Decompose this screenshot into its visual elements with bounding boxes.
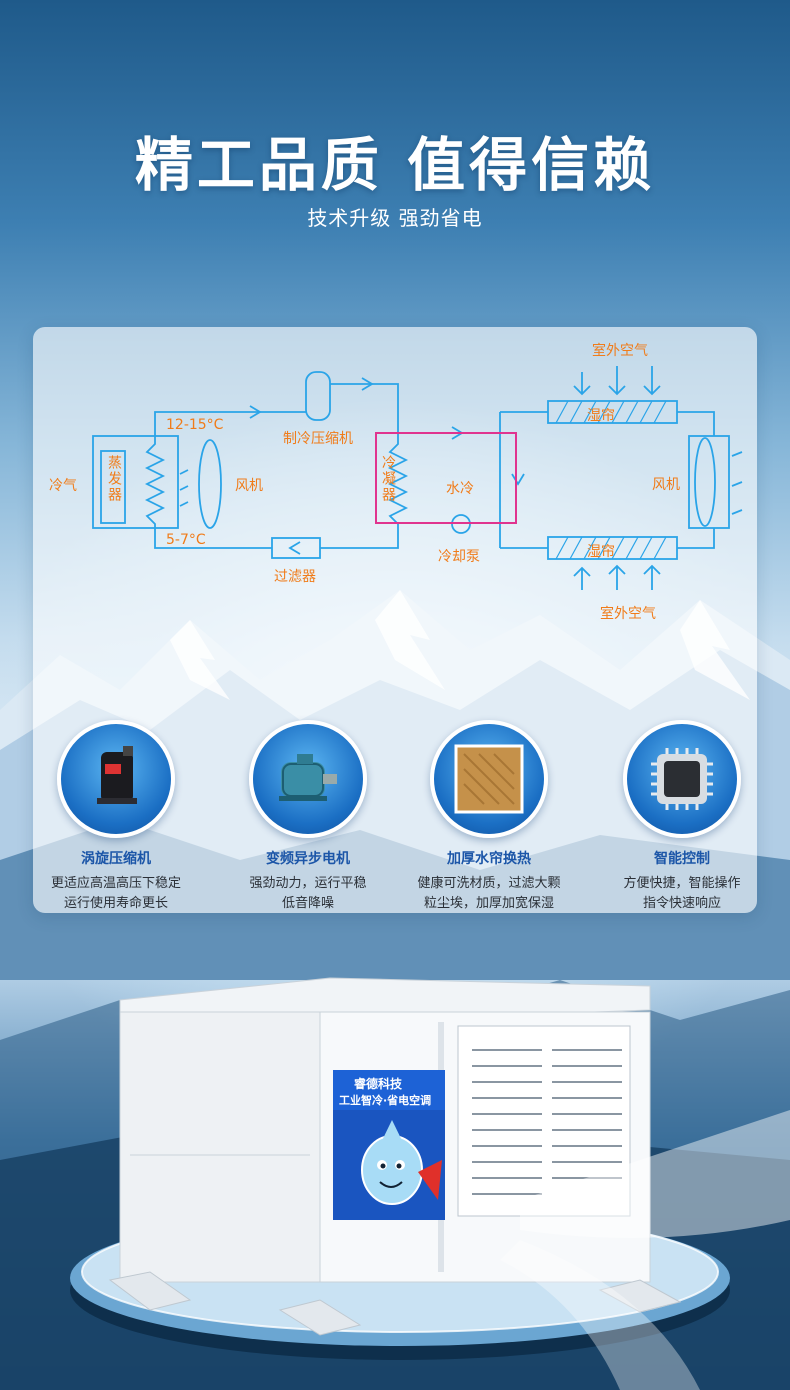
fan-right-icon xyxy=(694,437,716,527)
brand-name: 睿德科技 xyxy=(354,1077,403,1091)
feature-desc-line2: 粒尘埃，加厚加宽保湿 xyxy=(423,896,554,911)
evaporator-inner xyxy=(100,450,126,524)
feature-title: 涡旋压缩机 xyxy=(81,851,151,867)
pipe-bottom-left xyxy=(154,528,272,549)
label-wet-curtain-bottom: 湿帘 xyxy=(587,544,615,560)
water-curtain-icon xyxy=(430,720,548,838)
label-compressor: 制冷压缩机 xyxy=(283,431,353,447)
label-temp-low: 5-7°C xyxy=(166,532,206,548)
feature-water-curtain: 加厚水帘换热 健康可洗材质，过滤大颗 粒尘埃，加厚加宽保湿 xyxy=(404,720,574,914)
feature-desc-line2: 运行使用寿命更长 xyxy=(63,896,168,911)
feature-title: 智能控制 xyxy=(654,851,710,867)
feature-desc-line2: 低音降噪 xyxy=(281,896,334,911)
label-cold-air: 冷气 xyxy=(49,478,77,494)
chip-icon xyxy=(623,720,741,838)
label-outdoor-air-bottom: 室外空气 xyxy=(600,606,656,622)
evaporator-box xyxy=(92,435,179,529)
feature-desc-line1: 强劲动力，运行平稳 xyxy=(249,876,367,891)
brand-slogan: 工业智冷·省电空调 xyxy=(339,1094,432,1107)
pipe-bottom-right xyxy=(320,528,399,549)
pipe-top-left xyxy=(154,411,306,436)
feature-smart-control: 智能控制 方便快捷，智能操作 指令快速响应 xyxy=(597,720,767,914)
page-subtitle: 技术升级 强劲省电 xyxy=(307,206,483,230)
feature-desc-line1: 方便快捷，智能操作 xyxy=(623,876,741,891)
cold-airflow xyxy=(520,1110,790,1238)
label-fan-left: 风机 xyxy=(235,478,263,494)
feature-title: 加厚水帘换热 xyxy=(447,851,531,867)
feature-inverter-motor: 变频异步电机 强劲动力，运行平稳 低音降噪 xyxy=(223,720,393,914)
feature-desc-line1: 更适应高温高压下稳定 xyxy=(50,876,181,891)
product-stage xyxy=(0,977,790,1390)
label-temp-high: 12-15°C xyxy=(166,417,224,433)
motor-icon xyxy=(249,720,367,838)
label-fan-right: 风机 xyxy=(652,477,680,493)
filter-icon xyxy=(271,537,321,559)
compressor-icon xyxy=(57,720,175,838)
label-cooling-pump: 冷却泵 xyxy=(438,549,480,565)
condenser-coil xyxy=(387,436,409,528)
compressor-icon xyxy=(305,371,331,421)
label-filter: 过滤器 xyxy=(274,569,316,585)
refrigeration-diagram xyxy=(92,366,743,590)
feature-scroll-compressor: 涡旋压缩机 更适应高温高压下稳定 运行使用寿命更长 xyxy=(31,720,201,914)
label-outdoor-air-top: 室外空气 xyxy=(592,343,648,359)
feature-title: 变频异步电机 xyxy=(266,851,350,867)
water-cooling-loop xyxy=(375,432,517,524)
feature-desc-line2: 指令快速响应 xyxy=(642,896,721,911)
pipe-compressor-out xyxy=(330,383,399,436)
label-evaporator: 蒸发器 xyxy=(106,455,122,503)
label-wet-curtain-top: 湿帘 xyxy=(587,408,615,424)
feature-desc-line1: 健康可洗材质，过滤大颗 xyxy=(417,876,561,891)
fan-left-icon xyxy=(198,439,222,529)
label-condenser: 冷凝器 xyxy=(380,455,396,503)
page-title: 精工品质 值得信赖 xyxy=(134,131,656,199)
evaporator-coil xyxy=(144,436,166,528)
label-water-cooling: 水冷 xyxy=(446,481,474,497)
